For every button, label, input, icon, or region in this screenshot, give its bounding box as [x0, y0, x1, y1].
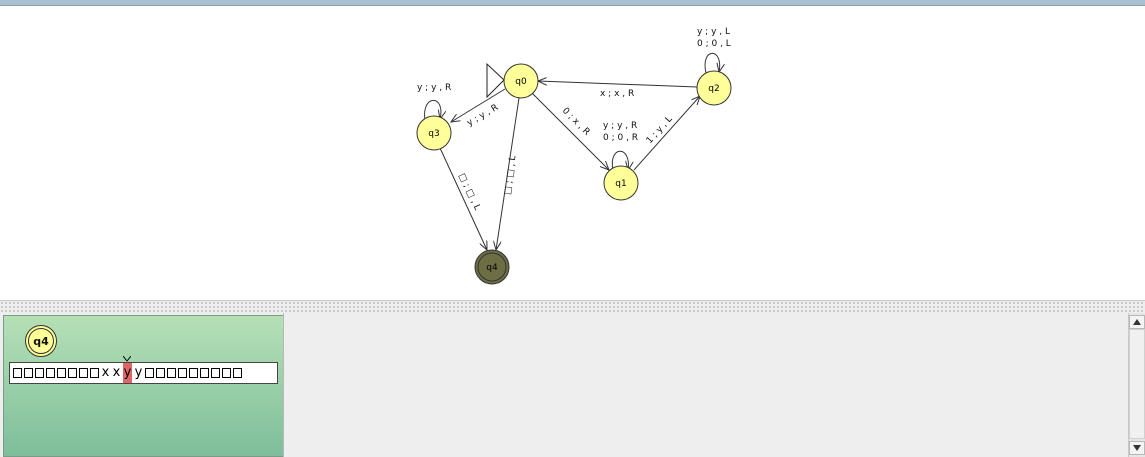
state-q3[interactable]: q3: [416, 115, 452, 151]
tape-cell: [233, 368, 242, 378]
tape-cell: [13, 368, 22, 378]
split-pane-divider[interactable]: [0, 300, 1145, 314]
edge-q0-q4[interactable]: [496, 97, 520, 250]
tape-cell: [90, 368, 99, 378]
tape-cell: [35, 368, 44, 378]
scroll-track[interactable]: [1129, 329, 1145, 439]
label-q2-loop-a: y ; y , L: [697, 27, 730, 37]
tape-cell: x: [101, 365, 110, 380]
tape-cell: [167, 368, 176, 378]
edge-q1-q2[interactable]: [633, 96, 700, 171]
tape-cell: [145, 368, 154, 378]
diagram-canvas[interactable]: 0 ; x , R y ; y , R □ ; □ , L y ; y , R …: [0, 0, 1145, 300]
tape-cell: y: [134, 365, 143, 380]
tape-cell-head: y: [123, 363, 132, 383]
tape-cell: [189, 368, 198, 378]
state-q1[interactable]: q1: [603, 165, 639, 201]
chevron-down-icon: [123, 356, 131, 362]
state-q4-label: q4: [486, 263, 498, 273]
loop-q2[interactable]: [704, 53, 720, 73]
label-q0-q1: 0 ; x , R: [560, 106, 592, 138]
state-q3-label: q3: [428, 129, 439, 139]
loop-q3[interactable]: [424, 100, 441, 120]
scroll-up-button[interactable]: [1129, 315, 1145, 329]
vertical-scrollbar[interactable]: [1128, 313, 1145, 457]
tape-cell: [156, 368, 165, 378]
label-q2-loop-b: 0 ; 0 , L: [697, 39, 731, 49]
window-title-strip: [0, 0, 1145, 6]
initial-state-marker: [486, 62, 505, 99]
tape-cell: [79, 368, 88, 378]
tape-cell: [57, 368, 66, 378]
tape-cell: [178, 368, 187, 378]
label-q3-loop: y ; y , R: [417, 83, 451, 93]
scroll-down-button[interactable]: [1129, 441, 1145, 455]
edge-q0-q1[interactable]: [531, 92, 609, 170]
tape-cell: [211, 368, 220, 378]
tape-cell: [46, 368, 55, 378]
tape-cell: [200, 368, 209, 378]
triangle-up-icon: [1133, 319, 1141, 325]
tape-cell: [222, 368, 231, 378]
state-q0-label: q0: [515, 77, 527, 87]
tape-cell: [68, 368, 77, 378]
edge-q2-q0[interactable]: [538, 81, 698, 88]
state-q1-label: q1: [615, 179, 626, 189]
panel-divider: [283, 313, 284, 457]
state-diagram[interactable]: 0 ; x , R y ; y , R □ ; □ , L y ; y , R …: [0, 0, 1145, 300]
state-q4[interactable]: q4: [474, 249, 510, 285]
label-q0-q4: □ ; □ , L: [503, 155, 518, 195]
state-q2[interactable]: q2: [696, 70, 732, 106]
current-state-badge: q4: [25, 325, 57, 357]
tape-cell: x: [112, 365, 121, 380]
state-q2-label: q2: [708, 84, 719, 94]
triangle-down-icon: [1133, 445, 1141, 451]
tape-cell: [24, 368, 33, 378]
label-q1-loop-b: 0 ; 0 , R: [603, 133, 638, 143]
current-state-label: q4: [33, 334, 49, 348]
label-q2-q0: x ; x , R: [600, 89, 634, 99]
label-q0-q3: y ; y , R: [466, 103, 501, 129]
state-q0[interactable]: q0: [503, 63, 539, 99]
edge-q0-q3[interactable]: [451, 88, 506, 122]
label-q1-loop-a: y ; y , R: [603, 121, 637, 131]
edge-q3-q4[interactable]: [439, 147, 487, 250]
loop-q1[interactable]: [611, 150, 628, 170]
